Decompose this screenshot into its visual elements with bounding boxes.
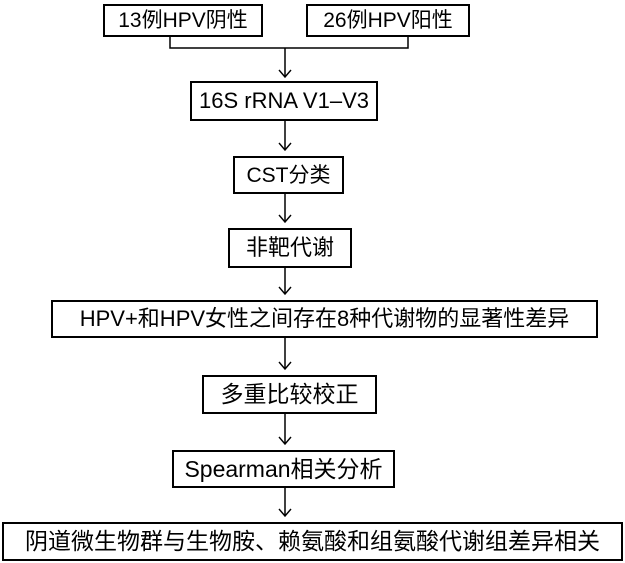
flow-node-hpv-negative-group: 13例HPV阴性 — [103, 4, 263, 37]
connector-merge-bracket — [169, 37, 409, 49]
flow-node-cst-classification: CST分类 — [233, 156, 344, 194]
flow-node-differential-metabolites: HPV+和HPV女性之间存在8种代谢物的显著性差异 — [51, 300, 598, 338]
flow-node-untargeted-metabolomics: 非靶代谢 — [228, 228, 352, 268]
flow-node-multiple-comparison-correction: 多重比较校正 — [202, 375, 377, 414]
flow-node-hpv-positive-group: 26例HPV阳性 — [306, 4, 470, 37]
flow-node-conclusion: 阴道微生物群与生物胺、赖氨酸和组氨酸代谢组差异相关 — [2, 522, 623, 561]
flow-node-sequencing: 16S rRNA V1–V3 — [190, 81, 378, 121]
flow-node-spearman-analysis: Spearman相关分析 — [172, 450, 395, 488]
